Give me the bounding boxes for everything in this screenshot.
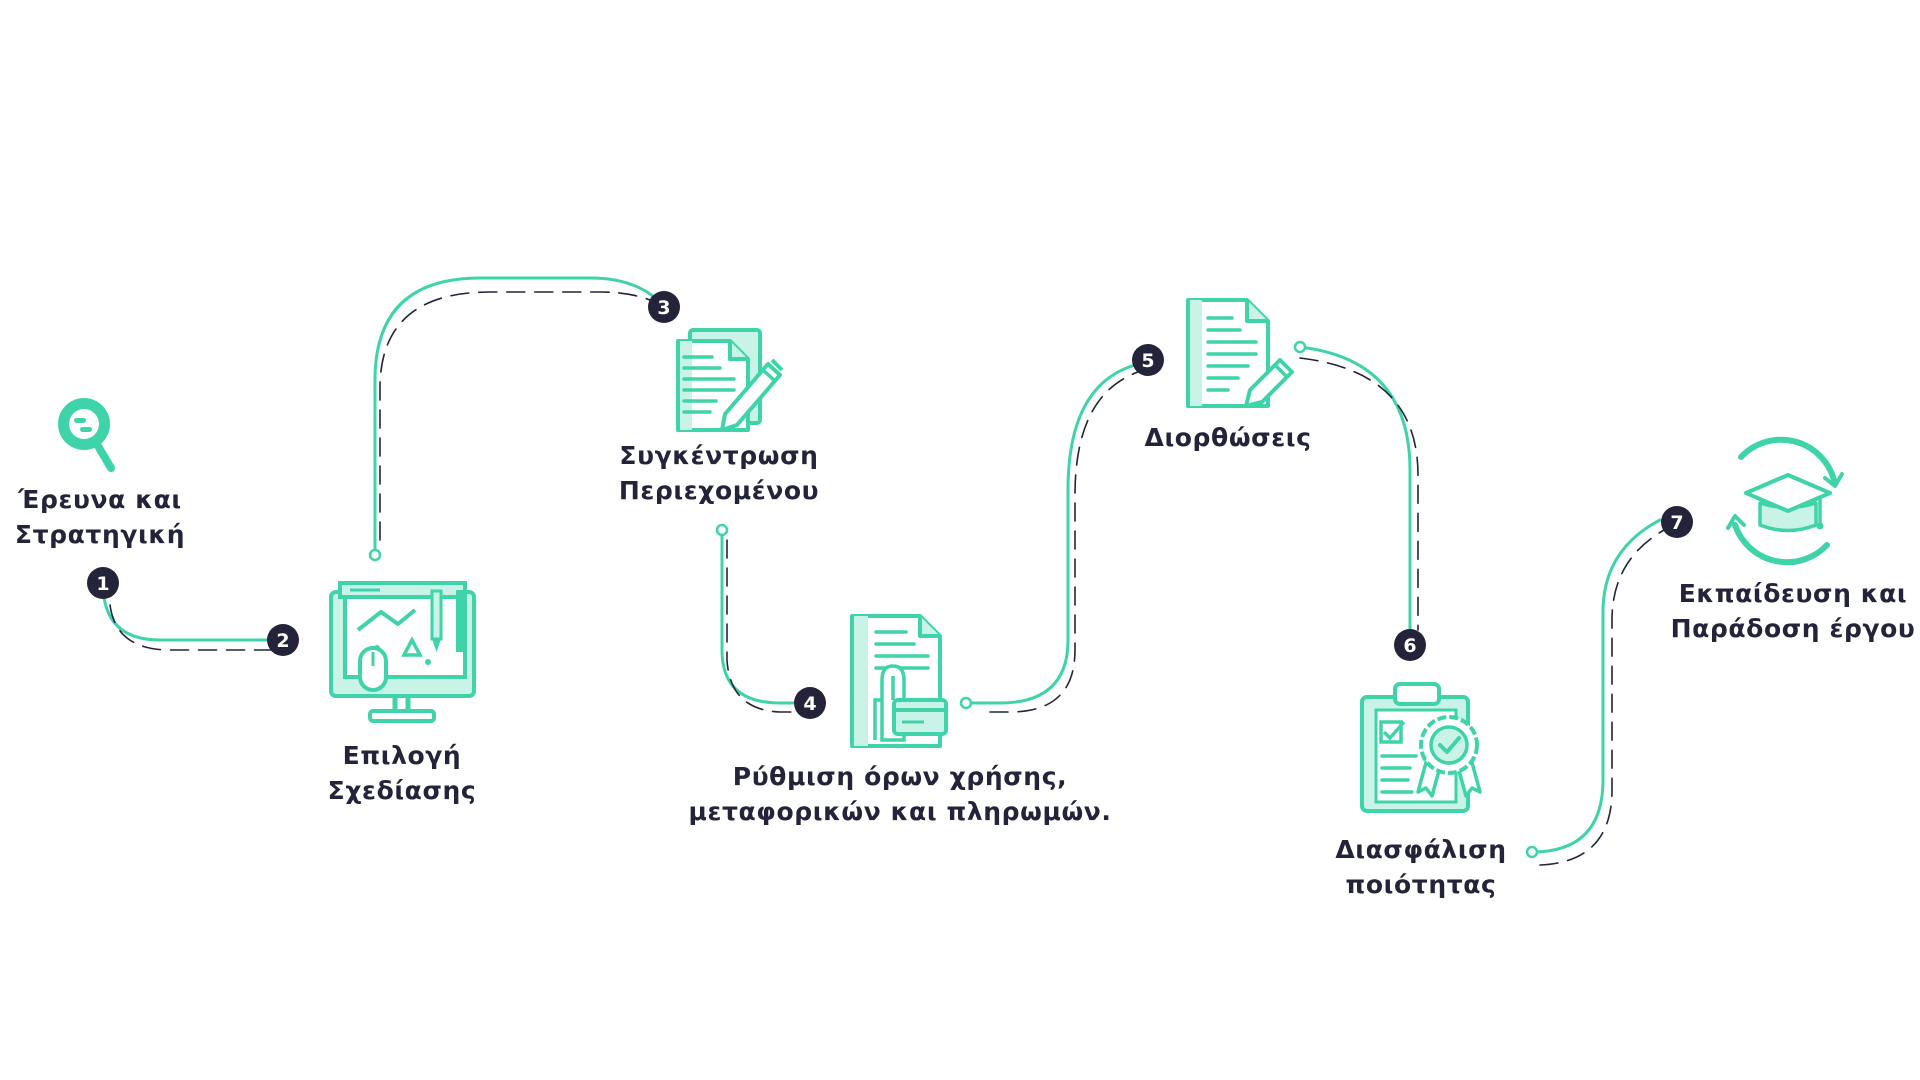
- step-5-label: Διορθώσεις: [1144, 420, 1311, 455]
- step-6-label: Διασφάλιση ποιότητας: [1335, 832, 1506, 902]
- connector-line-4-5: [964, 363, 1137, 705]
- magnifier-icon: [58, 398, 115, 472]
- step-1-label-line-1: Έρευνα και: [18, 485, 182, 514]
- documents-pen-icon: [676, 328, 784, 432]
- step-4-label: Ρύθμιση όρων χρήσης, μεταφορικών και πλη…: [688, 759, 1111, 829]
- connector-line-5-6: [1298, 345, 1412, 632]
- step-badge-number: 1: [96, 573, 109, 595]
- endpoint-dot: [368, 548, 382, 562]
- endpoint-dot: [1525, 845, 1539, 859]
- connector-line-dashed-2-3: [379, 291, 665, 541]
- step-badge-number: 7: [1670, 512, 1683, 534]
- document-edit-icon: [1186, 298, 1294, 408]
- step-badge-circle: [267, 624, 299, 656]
- step-1-label: Έρευνα και Στρατηγική: [15, 482, 185, 552]
- step-badge-circle: [794, 687, 826, 719]
- document-payment-icon: [850, 614, 948, 748]
- step-badge-circle: [87, 567, 119, 599]
- connector-line-3-4: [720, 528, 812, 705]
- step-3-label: Συγκέντρωση Περιεχομένου: [619, 438, 819, 508]
- endpoint-dot: [715, 523, 729, 537]
- step-badge-number: 6: [1403, 635, 1416, 657]
- step-3-label-line-2: Περιεχομένου: [618, 476, 820, 505]
- step-7-label-line-1: Εκπαίδευση και: [1678, 579, 1908, 608]
- step-2-label-line-1: Επιλογή: [342, 741, 462, 770]
- step-7-label-line-2: Παράδοση έργου: [1670, 614, 1916, 643]
- step-1-badge: 1: [87, 567, 119, 599]
- connector-line-6-7: [1530, 518, 1662, 854]
- step-2-label: Επιλογή Σχεδίασης: [328, 738, 477, 808]
- step-4-label-line-2: μεταφορικών και πληρωμών.: [688, 797, 1112, 826]
- step-badge-number: 5: [1141, 350, 1154, 372]
- step-5-label-line-1: Διορθώσεις: [1144, 423, 1312, 452]
- connector-line-dashed-3-4: [726, 539, 809, 713]
- quality-clipboard-icon: [1360, 682, 1482, 813]
- connector-line-dashed-1-2: [109, 604, 281, 651]
- step-6-badge: 6: [1394, 629, 1426, 661]
- step-7-label: Εκπαίδευση και Παράδοση έργου: [1671, 576, 1916, 646]
- step-3-badge: 3: [648, 291, 680, 323]
- step-2-badge: 2: [267, 624, 299, 656]
- endpoint-dot: [1293, 340, 1307, 354]
- step-badge-circle: [1394, 629, 1426, 661]
- graduation-cycle-icon: [1726, 436, 1844, 566]
- step-badge-circle: [1132, 344, 1164, 376]
- connector-line-dashed-4-5: [989, 371, 1139, 713]
- step-2-label-line-2: Σχεδίασης: [327, 776, 477, 805]
- step-badge-number: 2: [276, 630, 289, 652]
- step-5-badge: 5: [1132, 344, 1164, 376]
- step-7-badge: 7: [1661, 506, 1693, 538]
- step-6-label-line-2: ποιότητας: [1345, 870, 1497, 899]
- design-monitor-icon: [329, 581, 476, 723]
- connector-line-2-3: [373, 276, 666, 557]
- connector-line-1-2: [101, 581, 285, 642]
- step-badge-number: 3: [657, 297, 670, 319]
- step-4-badge: 4: [794, 687, 826, 719]
- step-badge-circle: [1661, 506, 1693, 538]
- endpoint-dot: [959, 696, 973, 710]
- step-badge-number: 4: [803, 693, 816, 715]
- step-6-label-line-1: Διασφάλιση: [1335, 835, 1507, 864]
- step-1-label-line-2: Στρατηγική: [14, 520, 186, 549]
- connector-line-dashed-5-6: [1299, 357, 1419, 631]
- step-3-label-line-1: Συγκέντρωση: [619, 441, 819, 470]
- step-badge-circle: [648, 291, 680, 323]
- connector-line-dashed-6-7: [1539, 529, 1665, 866]
- step-4-label-line-1: Ρύθμιση όρων χρήσης,: [732, 762, 1068, 791]
